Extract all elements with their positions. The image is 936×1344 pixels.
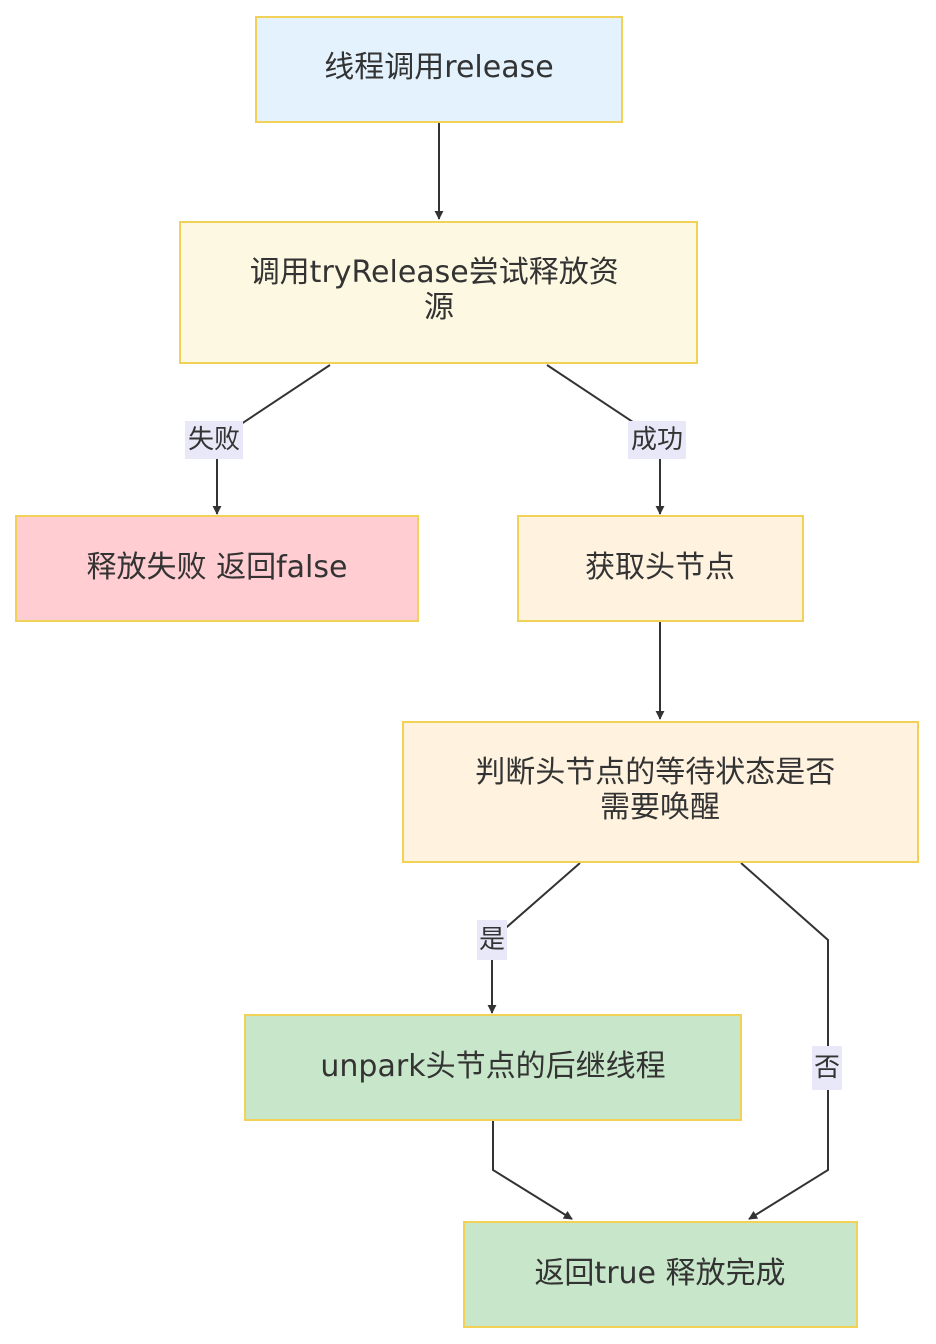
svg-text:返回true 释放完成: 返回true 释放完成 <box>534 1256 785 1291</box>
edge-unpark-to-return-true <box>492 1121 573 1220</box>
edge-label-fail: 失败 <box>185 421 243 459</box>
node-check-wait-line-1: 判断头节点的等待状态是否 <box>475 755 835 790</box>
edge-label-yes-text: 是 <box>479 925 505 955</box>
edge-label-yes: 是 <box>477 920 507 960</box>
edge-label-success-text: 成功 <box>631 425 683 455</box>
node-check-wait: 判断头节点的等待状态是否 需要唤醒 <box>402 721 919 863</box>
node-unpark-line-1: unpark头节点的后继线程 <box>320 1049 665 1084</box>
node-get-head: 获取头节点 <box>517 515 804 622</box>
svg-text:unpark头节点的后继线程: unpark头节点的后继线程 <box>320 1049 665 1084</box>
edge-label-no: 否 <box>812 1046 842 1090</box>
node-check-wait-line-2: 需要唤醒 <box>600 790 720 825</box>
svg-text:判断头节点的等待状态是否 需要唤醒: 判断头节点的等待状态是否 需要唤醒 <box>475 755 845 825</box>
svg-text:获取头节点: 获取头节点 <box>585 550 735 585</box>
edge-label-fail-text: 失败 <box>188 425 240 455</box>
svg-text:调用tryRelease尝试释放资 源: 调用tryRelease尝试释放资 源 <box>250 255 629 325</box>
node-start: 线程调用release <box>255 16 623 123</box>
node-return-true: 返回true 释放完成 <box>463 1221 858 1328</box>
node-start-line-1: 线程调用release <box>324 50 553 85</box>
svg-text:线程调用release: 线程调用release <box>324 50 553 85</box>
node-fail-line-1: 释放失败 返回false <box>87 550 348 585</box>
edge-label-success: 成功 <box>628 421 686 459</box>
svg-text:释放失败 返回false: 释放失败 返回false <box>87 550 348 585</box>
node-get-head-line-1: 获取头节点 <box>585 550 735 585</box>
node-try-release-line-1: 调用tryRelease尝试释放资 <box>250 255 619 290</box>
node-try-release-line-2: 源 <box>424 290 454 325</box>
node-unpark: unpark头节点的后继线程 <box>244 1014 742 1121</box>
edge-label-no-text: 否 <box>814 1053 840 1083</box>
edge-check-wait-to-return-true <box>740 862 829 1220</box>
node-return-true-line-1: 返回true 释放完成 <box>534 1256 785 1291</box>
node-try-release: 调用tryRelease尝试释放资 源 <box>179 221 698 364</box>
edge-labels: 失败 成功 是 否 <box>185 421 842 1090</box>
node-fail: 释放失败 返回false <box>15 515 419 622</box>
